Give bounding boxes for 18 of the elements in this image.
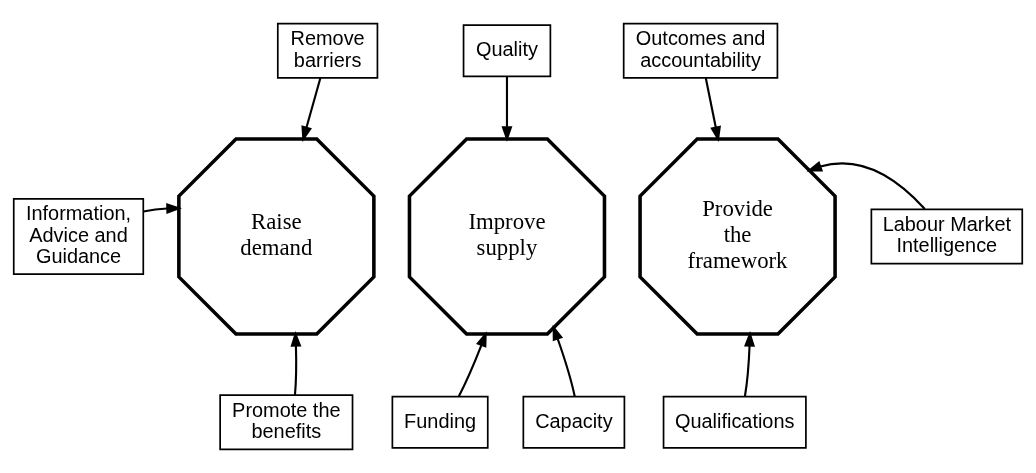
node-box: Funding bbox=[391, 395, 489, 449]
arrow bbox=[806, 161, 926, 210]
arrow bbox=[552, 324, 576, 397]
node-box: Qualifications bbox=[662, 395, 807, 449]
arrow bbox=[143, 203, 182, 215]
arrow bbox=[704, 77, 721, 142]
node-box: Remove barriers bbox=[276, 22, 379, 79]
node-box: Capacity bbox=[522, 395, 626, 449]
node-box: Information, Advice and Guidance bbox=[12, 197, 145, 276]
arrow bbox=[457, 331, 487, 397]
arrow bbox=[290, 330, 302, 396]
arrow bbox=[743, 330, 756, 397]
node-box: Outcomes and accountability bbox=[622, 22, 779, 79]
arrow bbox=[301, 77, 322, 142]
node-box: Quality bbox=[462, 24, 552, 78]
node-box: Promote the benefits bbox=[219, 394, 354, 451]
node-box: Labour Market Intelligence bbox=[870, 208, 1024, 265]
arrow bbox=[501, 76, 513, 142]
